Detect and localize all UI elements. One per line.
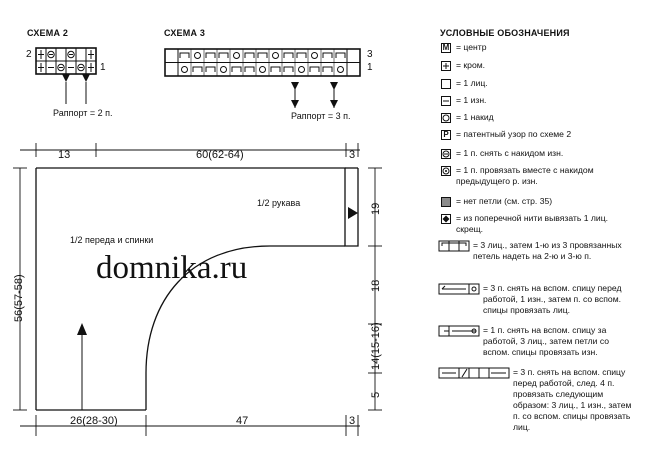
- scheme3-row-top: 3: [367, 49, 373, 60]
- scheme2-rapport: Раппорт = 2 п.: [53, 108, 113, 118]
- dim-bottom-26: 26(28-30): [70, 415, 118, 427]
- legend-item-2: = 1 лиц.: [456, 78, 488, 88]
- pattern-outline: [35, 167, 359, 411]
- scheme2-grid: [35, 47, 97, 104]
- label-body: 1/2 переда и спинки: [70, 235, 154, 245]
- legend-item-13: = 3 п. снять на вспом. спицу перед работ…: [513, 367, 632, 432]
- yarn-over-icon: [441, 113, 451, 123]
- knit-with-yo-icon: [441, 166, 451, 176]
- legend-item-12: = 1 п. снять на вспом. спицу за работой,…: [483, 325, 610, 357]
- legend-item-10: = 3 лиц., затем 1-ю из 3 провязанных пет…: [473, 240, 622, 261]
- legend-item-0: = центр: [456, 42, 487, 52]
- label-sleeve: 1/2 рукава: [257, 198, 301, 208]
- dim-right-19: 19: [370, 202, 382, 215]
- legend-item-11: = 3 п. снять на вспом. спицу перед работ…: [483, 283, 622, 315]
- scheme3-row-bottom: 1: [367, 62, 373, 73]
- legend-item-1: = кром.: [456, 60, 486, 70]
- scheme3-title: СХЕМА 3: [164, 28, 206, 38]
- dim-right-14: 14(15-16): [370, 322, 382, 370]
- legend-item-7: = 1 п. провязать вместе с накидом предыд…: [456, 165, 594, 186]
- sleeve-marker-icon: [348, 207, 358, 219]
- purl-stitch-icon: [441, 96, 451, 106]
- dim-bottom-47: 47: [236, 415, 249, 427]
- dimension-lines: [13, 143, 382, 436]
- legend-title: УСЛОВНЫЕ ОБОЗНАЧЕНИЯ: [440, 28, 570, 38]
- no-stitch-icon: [441, 197, 451, 207]
- legend-item-6: = 1 п. снять с накидом изн.: [456, 148, 564, 158]
- edge-stitch-icon: [441, 61, 451, 71]
- scheme2-row-top: 2: [26, 49, 32, 60]
- legend-item-9: = из поперечной нити вывязать 1 лиц. скр…: [456, 213, 609, 234]
- center-icon: M: [441, 43, 451, 53]
- legend-item-3: = 1 изн.: [456, 95, 487, 105]
- patent-pattern-icon: P: [441, 130, 451, 140]
- dim-bottom-3: 3: [349, 415, 356, 427]
- legend-item-8: = нет петли (см. стр. 35): [456, 196, 553, 206]
- dim-top-60: 60(62-64): [196, 149, 244, 161]
- slip-with-yo-icon: [441, 149, 451, 159]
- scheme2-edge-icon: [38, 50, 44, 59]
- legend-item-5: = патентный узор по схеме 2: [456, 129, 572, 139]
- scheme2-row-bottom: 1: [100, 62, 106, 73]
- dim-top-3: 3: [349, 149, 356, 161]
- dim-right-18: 18: [370, 279, 382, 292]
- dim-left-56: 56(57-58): [13, 274, 25, 322]
- legend-item-4: = 1 накид: [456, 112, 494, 122]
- knit-stitch-icon: [441, 79, 451, 89]
- watermark: domnika.ru: [96, 250, 248, 286]
- dim-top-13: 13: [58, 149, 71, 161]
- make-one-twisted-icon: [441, 214, 451, 224]
- scheme2-title: СХЕМА 2: [27, 28, 69, 38]
- scheme3-rapport: Раппорт = 3 п.: [291, 111, 351, 121]
- scheme3-grid: [164, 48, 361, 108]
- dim-right-5: 5: [370, 391, 382, 398]
